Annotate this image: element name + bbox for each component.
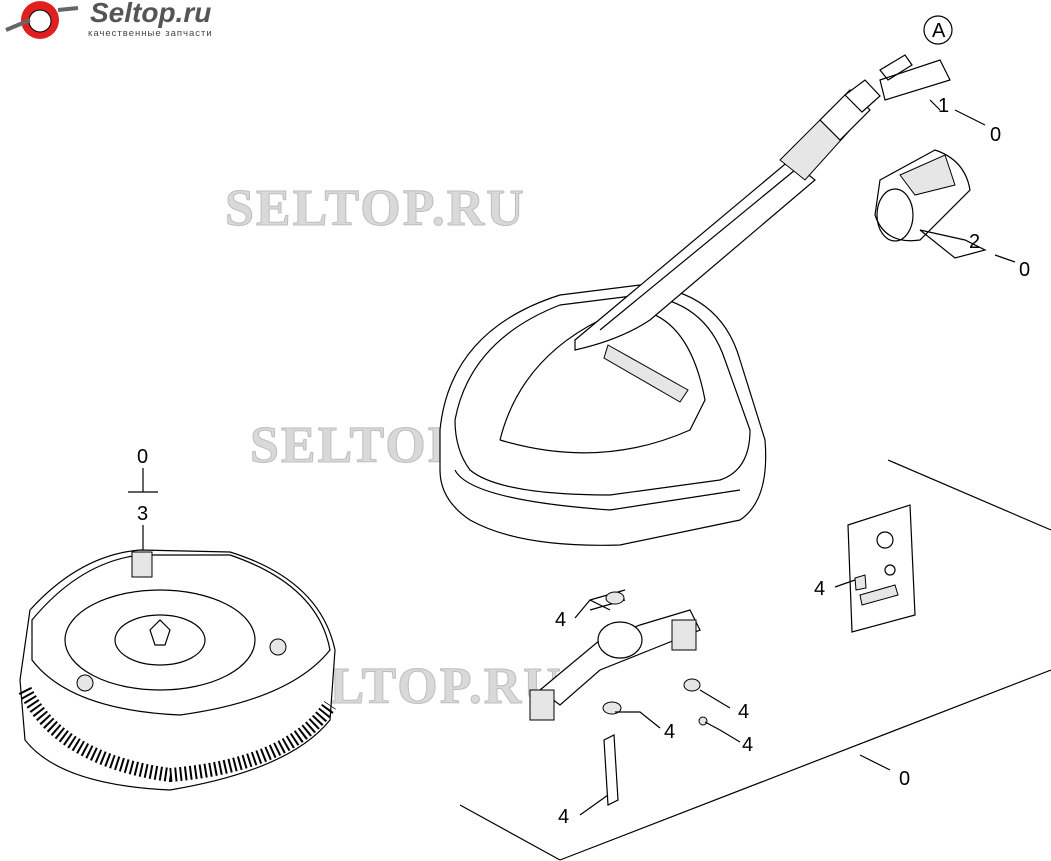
- callout-2-parent: 0: [1019, 259, 1030, 281]
- callout-4: 4: [742, 734, 753, 756]
- nozzle-arm: [529, 589, 708, 806]
- callout-0-bottom: 0: [899, 768, 910, 790]
- callout-2: 2: [969, 231, 980, 253]
- callout-3-parent: 0: [137, 446, 148, 468]
- watermark: SELTOP.RU: [225, 180, 526, 237]
- callout-1: 1: [938, 95, 949, 117]
- callout-3: 3: [137, 503, 148, 525]
- callout-4: 4: [664, 721, 675, 743]
- brush-part-3: [18, 549, 336, 791]
- logo-subtitle: качественные запчасти: [88, 28, 213, 39]
- callout-leaders: [128, 15, 1016, 816]
- callout-4: 4: [558, 806, 569, 828]
- callout-1-parent: 0: [990, 124, 1001, 146]
- base-edge: [459, 669, 1051, 861]
- callout-4: 4: [814, 578, 825, 600]
- callout-a: A: [932, 20, 946, 42]
- base-edge: [887, 459, 1051, 531]
- part-4-panel: [847, 504, 916, 633]
- callout-4: 4: [738, 701, 749, 723]
- logo-title: Seltop.ru: [90, 0, 211, 28]
- seltop-logo: Seltop.ru качественные запчасти: [5, 0, 213, 39]
- part-2-cap: [874, 149, 971, 242]
- surface-cleaner-housing: [439, 54, 913, 546]
- callout-4: 4: [555, 609, 566, 631]
